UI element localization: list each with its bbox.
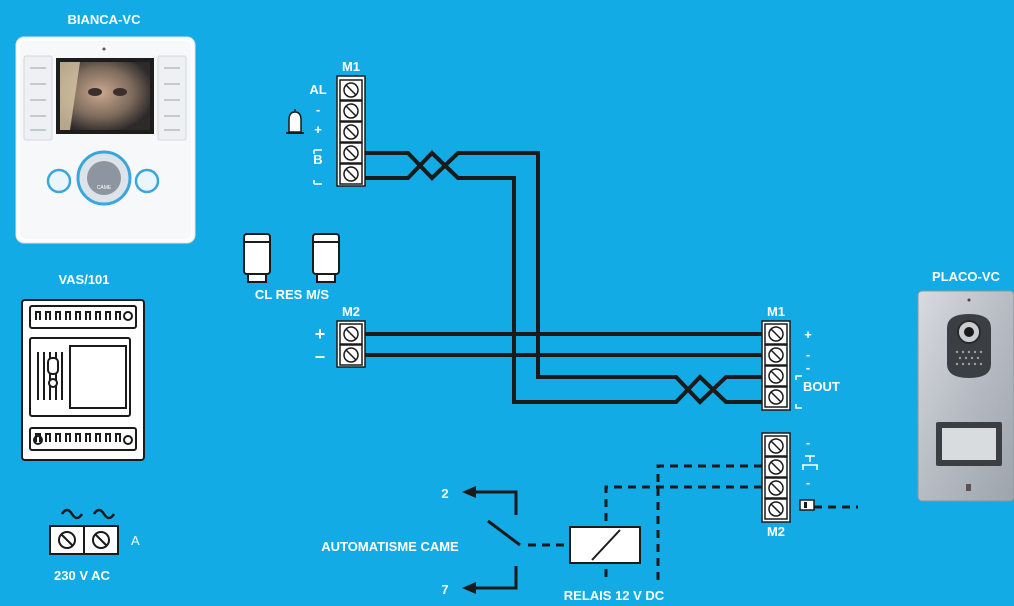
monitor-right-button[interactable] bbox=[134, 168, 160, 194]
psu-title: VAS/101 bbox=[58, 272, 109, 287]
monitor-center-button[interactable] bbox=[87, 161, 121, 195]
bell-icon bbox=[286, 109, 304, 134]
mains-voltage-label: 230 V AC bbox=[54, 568, 110, 583]
power-wire-pair bbox=[365, 332, 762, 357]
monitor-plus-label: + bbox=[314, 122, 322, 137]
psu-terminal-block bbox=[336, 320, 366, 368]
monitor-left-button[interactable] bbox=[46, 168, 72, 194]
monitor-block-name: M1 bbox=[342, 59, 360, 74]
lock-output-icon bbox=[799, 499, 815, 511]
ac-sine-icon bbox=[92, 508, 116, 520]
automation-contact bbox=[462, 486, 521, 594]
door-top-minus2-label: - bbox=[806, 360, 810, 375]
psu-minus-label: – bbox=[315, 346, 325, 366]
monitor-title: BIANCA-VC bbox=[68, 12, 142, 27]
door-block-top-name: M1 bbox=[767, 304, 785, 319]
door-top-plus-label: + bbox=[804, 327, 812, 342]
jumper-res bbox=[312, 233, 340, 283]
door-station-title: PLACO-VC bbox=[932, 269, 1001, 284]
contact-2-label: 2 bbox=[441, 486, 448, 501]
monitor-device: CAME bbox=[15, 36, 196, 244]
door-station-device bbox=[917, 290, 1014, 502]
jumper-cl bbox=[243, 233, 271, 283]
psu-plus-label: + bbox=[315, 324, 326, 344]
door-bout-label: BOUT bbox=[803, 379, 840, 394]
push-button-icon bbox=[802, 455, 818, 470]
door-bottom-minus2-label: - bbox=[806, 475, 810, 490]
monitor-al-label: AL bbox=[309, 82, 326, 97]
psu-block-name: M2 bbox=[342, 304, 360, 319]
ac-sine-icon bbox=[60, 508, 84, 520]
monitor-terminal-block bbox=[336, 75, 366, 187]
relay-coil bbox=[569, 526, 641, 564]
bus-wire-pair bbox=[365, 150, 762, 405]
door-top-minus-label: - bbox=[806, 347, 810, 362]
door-terminal-block-top bbox=[761, 320, 791, 411]
door-block-bottom-name: M2 bbox=[767, 524, 785, 539]
monitor-b-label: B bbox=[313, 152, 322, 167]
monitor-minus-label: - bbox=[316, 102, 320, 117]
relay-label: RELAIS 12 V DC bbox=[564, 588, 665, 603]
door-terminal-block-bottom bbox=[761, 432, 791, 523]
relay-dashed-wires bbox=[604, 464, 858, 582]
contact-7-label: 7 bbox=[441, 582, 448, 597]
mains-terminal bbox=[49, 508, 119, 555]
mains-terminal-label: A bbox=[131, 533, 140, 548]
call-button[interactable] bbox=[942, 428, 996, 460]
monitor-brand: CAME bbox=[97, 185, 112, 191]
automation-label: AUTOMATISME CAME bbox=[321, 539, 459, 554]
door-bottom-minus-label: - bbox=[806, 435, 810, 450]
jumper-label: CL RES M/S bbox=[255, 287, 329, 302]
